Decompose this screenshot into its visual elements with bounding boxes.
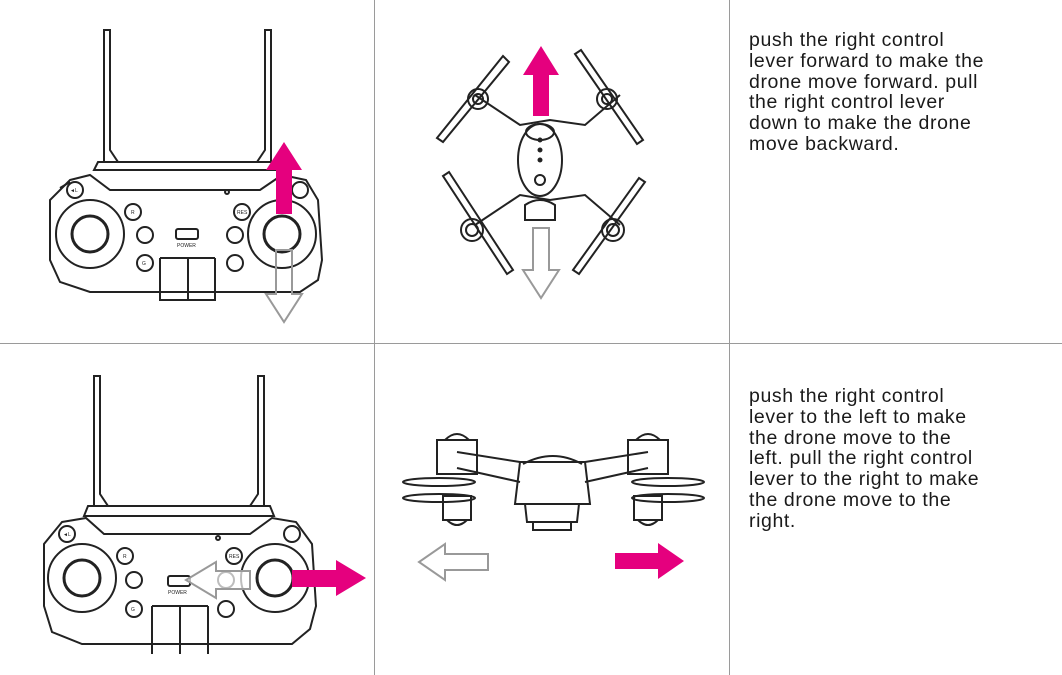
left-corner-label-2: ◄L: [63, 532, 71, 538]
controller-forward-backward-cell: ◄L R RES G POWER: [0, 0, 375, 344]
left-corner-label: ◄L: [70, 188, 78, 194]
pink-drone-right-arrow: [615, 543, 684, 579]
right-stick: [262, 214, 302, 254]
power-label-2: POWER: [168, 590, 187, 596]
controller-illustration-1: ◄L R RES G POWER: [49, 29, 324, 324]
controller-body-2: [43, 516, 318, 645]
left-antenna: [103, 29, 120, 163]
left-antenna-2: [93, 375, 110, 507]
res-button-label-2: RES: [229, 554, 240, 560]
left-stick-ring: [55, 199, 125, 269]
drone-front-illustration: [402, 433, 705, 582]
propeller-rear-left: [441, 170, 515, 276]
g-button-label: G: [142, 261, 146, 267]
gray-left-arrow: [184, 560, 251, 600]
gray-drone-left-arrow: [417, 542, 489, 582]
instruction-cell-2: push the right control lever to the left…: [730, 344, 1062, 675]
propeller-front-right: [573, 48, 645, 146]
propeller-left-bottom: [402, 493, 476, 503]
drone-front-view-cell: [375, 344, 730, 675]
drone-top-view-cell: [375, 0, 730, 344]
propeller-front-left: [435, 54, 511, 144]
drone-top-illustration: [435, 46, 647, 300]
propeller-left-top: [402, 477, 476, 487]
res-button-label: RES: [237, 210, 248, 216]
left-stick: [70, 214, 110, 254]
pink-forward-arrow: [523, 46, 559, 116]
controller-left-right-cell: ◄L R RES G POWER: [0, 344, 375, 675]
gray-backward-arrow: [521, 227, 561, 300]
propeller-right-top: [631, 477, 705, 487]
right-antenna: [255, 29, 272, 163]
right-antenna-2: [248, 375, 265, 507]
pink-up-arrow: [266, 142, 302, 214]
drone-front-body: [513, 461, 592, 505]
power-label: POWER: [177, 243, 196, 249]
instruction-left-right: push the right control lever to the left…: [749, 385, 980, 532]
power-switch: [175, 228, 199, 240]
r-button-label-2: R: [123, 554, 127, 560]
rear-arms: [474, 193, 621, 226]
gray-down-arrow: [264, 249, 304, 324]
controller-illustration-2: ◄L R RES G POWER: [43, 375, 366, 654]
g-button-label-2: G: [131, 607, 135, 613]
instruction-forward-backward: push the right control lever forward to …: [749, 29, 985, 155]
controller-body: [49, 173, 324, 293]
r-button-label: R: [131, 210, 135, 216]
front-arms: [474, 94, 621, 127]
pink-right-arrow: [292, 560, 366, 596]
instruction-cell-1: push the right control lever forward to …: [730, 0, 1062, 344]
right-stick-2: [255, 558, 295, 598]
propeller-rear-right: [571, 176, 647, 276]
propeller-right-bottom: [631, 493, 705, 503]
